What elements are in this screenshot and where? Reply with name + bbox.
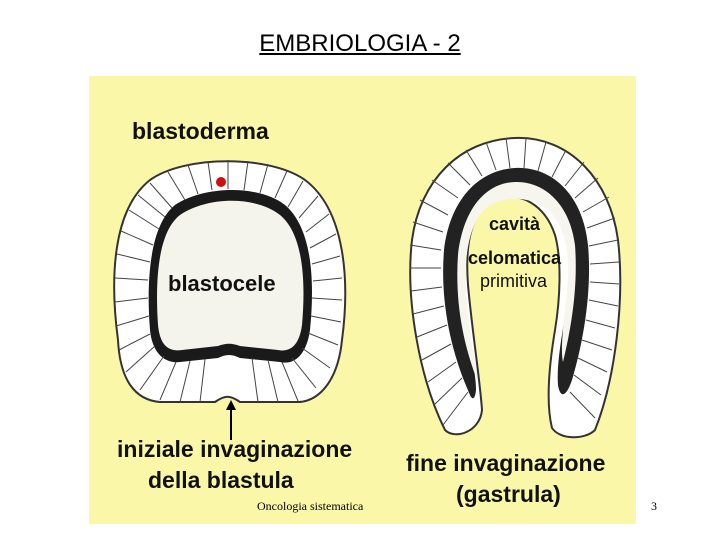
caption-left-line2: della blastula xyxy=(148,467,294,493)
label-blastoderma: blastoderma xyxy=(132,118,269,144)
page-number: 3 xyxy=(651,499,657,513)
blastoderm-marker-dot xyxy=(216,177,226,187)
caption-right-line2: (gastrula) xyxy=(456,481,561,507)
label-celomatica: celomatica xyxy=(468,248,562,268)
gastrula-cell-walls xyxy=(409,137,620,426)
caption-right-line1: fine invaginazione xyxy=(406,450,606,476)
blastoderm-cell-walls xyxy=(114,160,343,403)
label-blastocele: blastocele xyxy=(168,271,276,296)
slide-title: EMBRIOLOGIA - 2 xyxy=(259,30,461,57)
blastocoel-cavity xyxy=(157,200,304,351)
caption-left-line1: iniziale invaginazione xyxy=(117,436,353,462)
blastula-figure xyxy=(113,160,347,440)
label-cavita: cavità xyxy=(489,214,541,234)
label-primitiva: primitiva xyxy=(480,271,548,291)
footer-text: Oncologia sistematica xyxy=(257,499,364,513)
gastrula-figure xyxy=(409,136,622,439)
